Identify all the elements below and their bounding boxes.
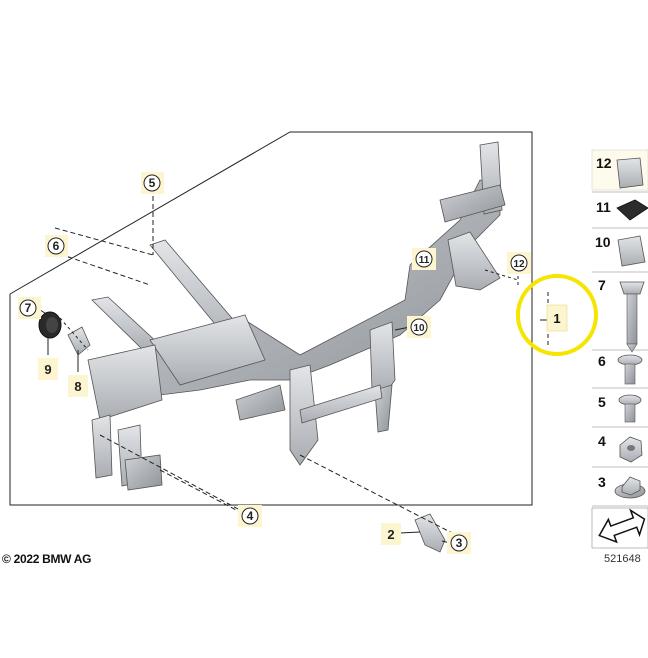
callout-11-label: 11 [419,255,430,266]
parts-tile-11-number: 11 [596,199,611,215]
callout-8-label: 8 [74,379,81,394]
callout-10[interactable]: 10 [407,316,431,338]
callout-5[interactable]: 5 [141,172,164,194]
callout-12[interactable]: 12 [507,252,531,274]
callout-4-label: 4 [247,509,254,523]
callout-9[interactable]: 9 [38,358,58,380]
assembly-outline [9,131,533,506]
callout-4[interactable]: 4 [238,505,262,527]
callout-10-label: 10 [413,323,425,334]
callout-7[interactable]: 7 [18,297,41,319]
parts-tile-7-number: 7 [598,277,606,293]
parts-tile-4[interactable]: 4 [598,433,643,463]
callout-1-label: 1 [553,311,560,326]
parts-tile-11[interactable]: 11 [596,199,648,221]
instrument-panel-carrier [87,141,506,491]
callout-6-label: 6 [53,239,60,253]
parts-tile-12-number: 12 [596,155,612,171]
parts-tile-3[interactable]: 3 [598,474,646,499]
callout-6[interactable]: 6 [45,235,68,257]
callout-3[interactable]: 3 [447,532,471,554]
callout-3-label: 3 [456,536,463,550]
parts-tile-10[interactable]: 10 [595,234,646,267]
parts-tile-7[interactable]: 7 [598,277,645,353]
parts-tile-3-number: 3 [598,474,606,490]
leader-lines [36,196,548,544]
parts-tile-10-number: 10 [595,234,611,250]
callout-12-label: 12 [513,259,525,270]
callout-7-label: 7 [25,301,32,315]
parts-tile-5-number: 5 [598,394,606,410]
parts-tile-5[interactable]: 5 [598,394,642,423]
parts-tile-6[interactable]: 6 [598,353,643,385]
callout-2-label: 2 [387,527,394,542]
callout-11[interactable]: 11 [412,248,436,270]
diagram-id: 521648 [604,553,641,565]
callout-9-label: 9 [44,362,51,377]
arrow-icon[interactable] [591,507,648,549]
callout-5-label: 5 [149,176,156,190]
parts-tile-12[interactable]: 12 [591,149,648,191]
parts-column: 12 11 10 7 6 5 [591,149,648,549]
callout-8[interactable]: 8 [68,375,88,397]
parts-tile-4-number: 4 [598,433,606,449]
part-2-bracket [414,513,446,553]
parts-tile-6-number: 6 [598,353,606,369]
callout-1-highlight[interactable]: 1 [516,274,598,356]
copyright-text: © 2022 BMW AG [2,552,92,566]
part-9-damper [38,311,62,339]
part-8-clip [67,326,91,356]
callout-2[interactable]: 2 [381,523,401,545]
